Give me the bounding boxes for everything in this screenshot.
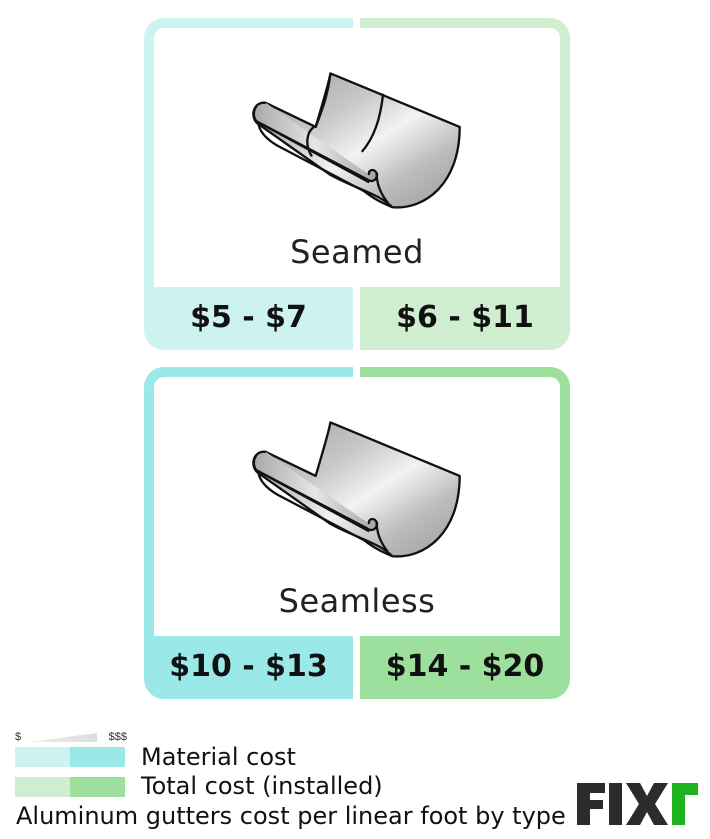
material-cost-value: $5 - $7 <box>190 300 307 335</box>
gutter-type-label: Seamed <box>290 233 424 271</box>
total-cost-value: $6 - $11 <box>396 300 534 335</box>
swatch-high <box>70 747 125 767</box>
seamed-gutter-icon <box>252 72 461 209</box>
total-cost-value: $14 - $20 <box>385 649 545 684</box>
fixr-logo <box>577 783 698 825</box>
scale-low-label: $ <box>15 731 22 743</box>
legend-material-label: Material cost <box>141 743 296 771</box>
swatch-low <box>15 777 70 797</box>
swatch-high <box>70 777 125 797</box>
seamless-gutter-icon <box>252 421 461 558</box>
cost-scale-indicator: $ $$$ <box>15 731 127 745</box>
legend-total-label: Total cost (installed) <box>141 772 383 800</box>
card-seamed: Seamed $5 - $7 $6 - $11 <box>144 18 570 350</box>
gutter-type-label: Seamless <box>278 582 436 620</box>
card-body: Seamless <box>154 377 560 636</box>
scale-wedge-icon <box>29 733 97 742</box>
scale-high-label: $$$ <box>108 731 127 743</box>
card-body: Seamed <box>154 28 560 287</box>
material-cost-value: $10 - $13 <box>169 649 328 684</box>
chart-caption: Aluminum gutters cost per linear foot by… <box>16 802 566 830</box>
card-seamless: Seamless $10 - $13 $14 - $20 <box>144 367 570 699</box>
swatch-low <box>15 747 70 767</box>
